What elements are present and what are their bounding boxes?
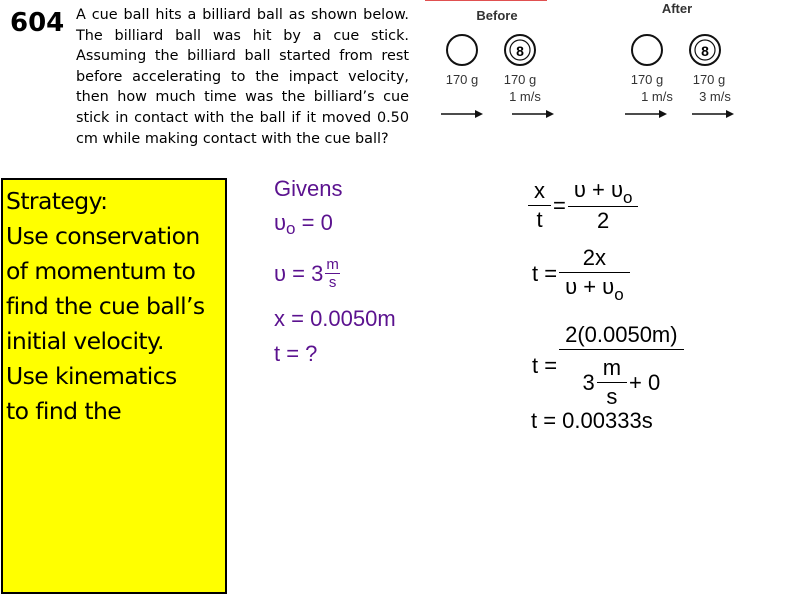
cue-ball-before-mass: 170 g <box>446 72 479 87</box>
strategy-text: Strategy: Use conservation of momentum t… <box>6 184 226 429</box>
collision-figure: Before After 8 170 g 170 g 1 m/s 8 170 g… <box>425 0 800 140</box>
v0-value: = 0 <box>301 210 333 235</box>
eq2-num: 2x <box>559 244 630 273</box>
givens-title: Givens <box>274 176 343 201</box>
eq3-den-pre: 3 <box>582 369 595 395</box>
v-unit-num: m <box>325 256 340 274</box>
v0-symbol: υ <box>274 210 287 235</box>
eq1-rhs-num-sub: o <box>623 188 633 207</box>
eight-ball-after-velocity: 3 m/s <box>699 89 731 104</box>
given-time: t = ? <box>274 341 318 366</box>
eq3-den-unit-num: m <box>596 354 628 383</box>
strategy-line: Strategy: <box>6 187 108 215</box>
eq3-den-unit-den: s <box>606 384 618 409</box>
strategy-line: of momentum to <box>6 257 196 285</box>
eq3-num: 2(0.0050m) <box>559 321 684 350</box>
eight-ball-after-label: 8 <box>701 43 709 59</box>
eq1-lhs-num: x <box>528 177 551 206</box>
equation-time-result: t = 0.00333s <box>531 408 653 433</box>
eight-ball-before-velocity: 1 m/s <box>509 89 541 104</box>
v-unit-den: s <box>328 274 337 291</box>
eq2-den: υ + υ <box>565 274 615 299</box>
equation-average-velocity: x t = υ + υo 2 <box>528 176 639 235</box>
strategy-line: initial velocity. <box>6 327 164 355</box>
v0-subscript: o <box>286 219 296 238</box>
given-displacement: x = 0.0050m <box>274 306 396 331</box>
eq1-rhs-num: υ + υ <box>573 177 623 202</box>
eq2-den-sub: o <box>614 285 624 304</box>
eq3-lhs: t = <box>532 353 558 378</box>
eq1-rhs-den: 2 <box>597 208 610 233</box>
before-title: Before <box>476 8 517 23</box>
strategy-line: to find the <box>6 397 122 425</box>
eight-ball-before-label: 8 <box>516 43 524 59</box>
eight-ball-after-mass: 170 g <box>693 72 726 87</box>
strategy-line: Use kinematics <box>6 362 177 390</box>
strategy-line: find the cue ball’s <box>6 292 205 320</box>
strategy-box <box>1 178 227 594</box>
cue-ball-after-mass: 170 g <box>631 72 664 87</box>
eq1-equals: = <box>553 192 566 218</box>
after-title: After <box>662 1 692 16</box>
problem-number: 604 <box>10 8 65 38</box>
equation-time-solved: t = 2x υ + υo <box>532 244 630 304</box>
problem-text: A cue ball hits a billiard ball as shown… <box>76 7 409 147</box>
cue-ball-before <box>446 34 478 66</box>
cue-ball-after <box>631 34 663 66</box>
eq3-den-post: + 0 <box>629 369 661 395</box>
eq2-lhs: t = <box>532 260 558 286</box>
eq1-lhs-den: t <box>536 207 543 232</box>
strategy-line: Use conservation <box>6 222 200 250</box>
given-velocity: υ = 3 m s <box>274 256 340 291</box>
cue-ball-after-velocity: 1 m/s <box>641 89 673 104</box>
v-value: υ = 3 <box>274 260 324 286</box>
eight-ball-before-mass: 170 g <box>504 72 537 87</box>
equation-time-substituted: t = 2(0.0050m) 3 m s + 0 <box>532 321 684 411</box>
